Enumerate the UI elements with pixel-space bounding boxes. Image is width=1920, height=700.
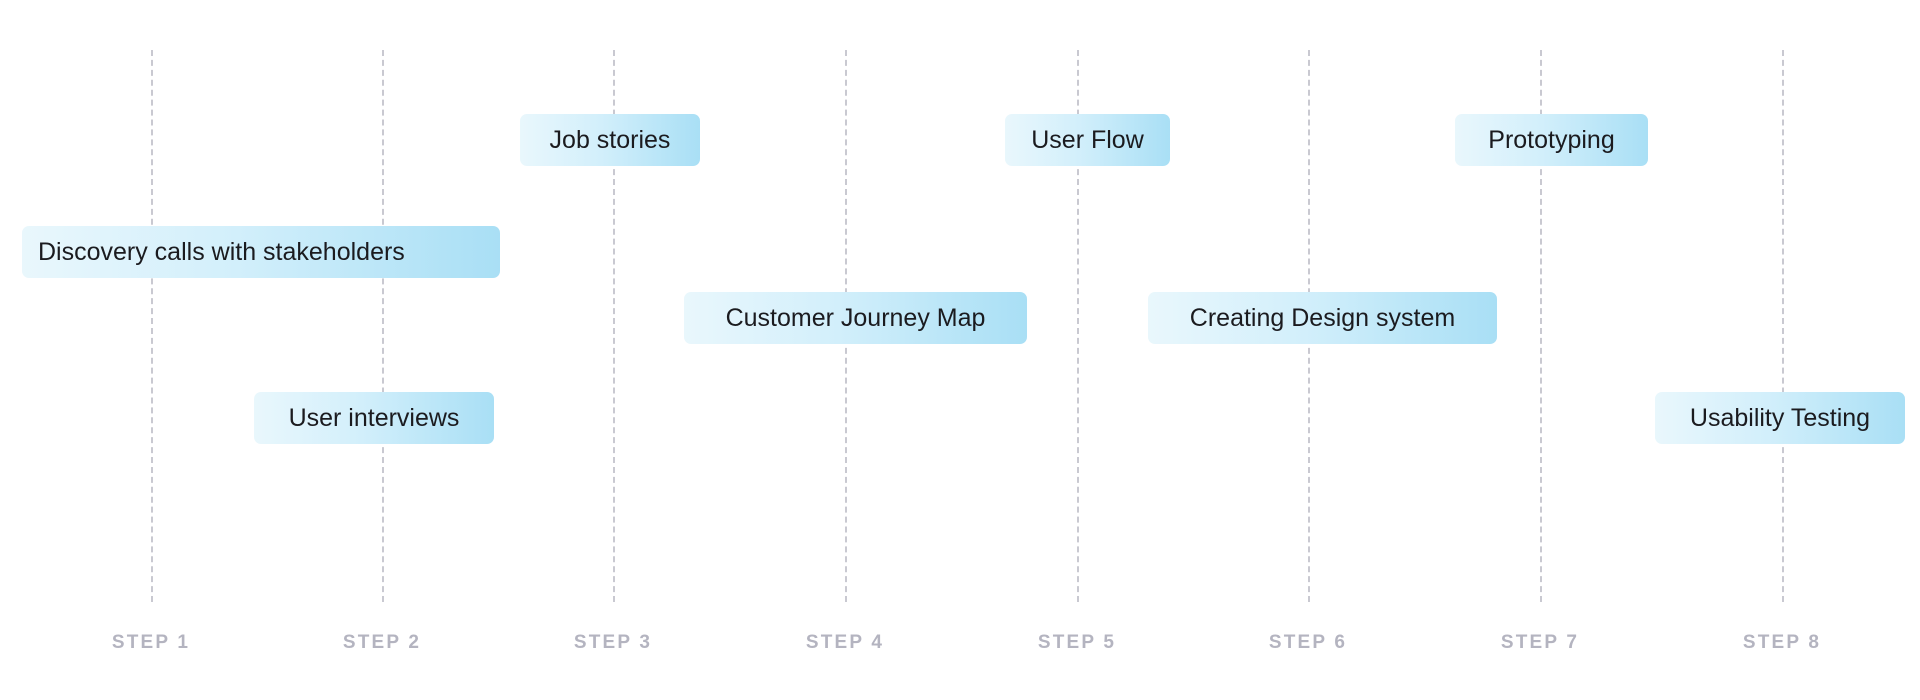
step-label-4: STEP 4 xyxy=(805,632,885,653)
step-label-1: STEP 1 xyxy=(111,632,191,653)
task-bar-label: Discovery calls with stakeholders xyxy=(38,237,405,266)
gridline-step-3 xyxy=(613,50,615,602)
gridline-step-8 xyxy=(1782,50,1784,602)
step-label-3: STEP 3 xyxy=(573,632,653,653)
step-label-5: STEP 5 xyxy=(1037,632,1117,653)
gridline-step-2 xyxy=(382,50,384,602)
step-label-2: STEP 2 xyxy=(342,632,422,653)
step-label-7: STEP 7 xyxy=(1500,632,1580,653)
task-bar-label: Usability Testing xyxy=(1689,403,1871,432)
task-bar[interactable]: Job stories xyxy=(520,114,700,166)
task-bar-label: Prototyping xyxy=(1488,125,1615,154)
step-label-6: STEP 6 xyxy=(1268,632,1348,653)
task-bar-label: Customer Journey Map xyxy=(725,303,986,332)
task-bar[interactable]: User Flow xyxy=(1005,114,1170,166)
task-bar[interactable]: User interviews xyxy=(254,392,494,444)
task-bar[interactable]: Prototyping xyxy=(1455,114,1648,166)
task-bar-label: User interviews xyxy=(288,403,460,432)
task-bar[interactable]: Creating Design system xyxy=(1148,292,1497,344)
task-bar[interactable]: Usability Testing xyxy=(1655,392,1905,444)
task-bar[interactable]: Discovery calls with stakeholders xyxy=(22,226,500,278)
task-bar[interactable]: Customer Journey Map xyxy=(684,292,1027,344)
task-bar-label: Job stories xyxy=(549,125,671,154)
gridline-step-1 xyxy=(151,50,153,602)
gridline-step-5 xyxy=(1077,50,1079,602)
task-bar-label: Creating Design system xyxy=(1189,303,1456,332)
gridline-step-7 xyxy=(1540,50,1542,602)
step-label-8: STEP 8 xyxy=(1742,632,1822,653)
task-bar-label: User Flow xyxy=(1031,125,1144,154)
